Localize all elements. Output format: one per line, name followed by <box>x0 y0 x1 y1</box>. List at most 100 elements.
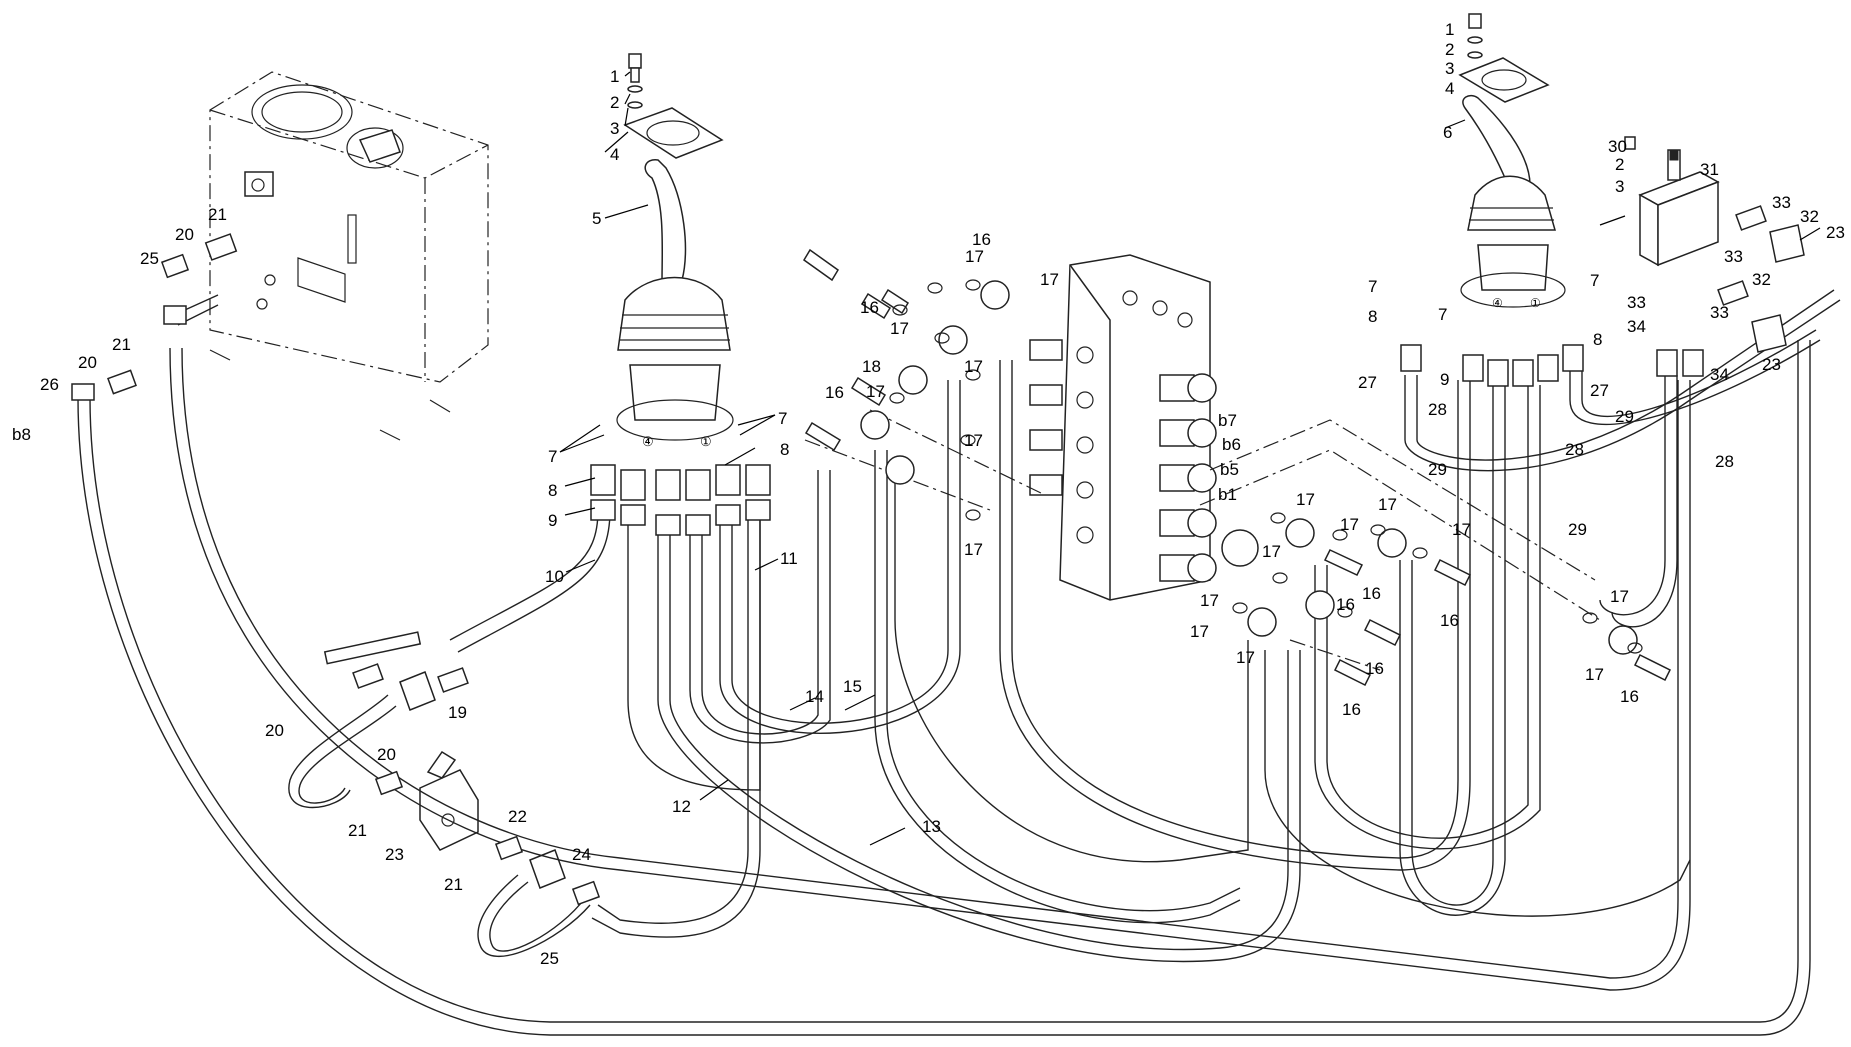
callout-label: 30 <box>1608 137 1627 156</box>
callout-label: 33 <box>1724 247 1743 266</box>
port-mark: ① <box>700 434 712 449</box>
callout-label: 3 <box>1445 59 1454 78</box>
callout-label: 18 <box>862 357 881 376</box>
left-joystick <box>616 53 734 441</box>
callout-label: 7 <box>1438 305 1447 324</box>
callout-label: 27 <box>1358 373 1377 392</box>
callout-label: 9 <box>548 511 557 530</box>
callout-label: 3 <box>1615 177 1624 196</box>
callout-label: 17 <box>964 357 983 376</box>
callout-label: 23 <box>1762 355 1781 374</box>
callout-label: 17 <box>1452 520 1471 539</box>
callout-label: 7 <box>548 447 557 466</box>
right-joystick <box>1458 13 1566 308</box>
callout-label: 2 <box>610 93 619 112</box>
callout-label: 3 <box>610 119 619 138</box>
callout-label: 16 <box>1336 595 1355 614</box>
callout-label: 8 <box>1593 330 1602 349</box>
callout-label: 23 <box>385 845 404 864</box>
hoses <box>77 289 1841 1036</box>
callout-label: 14 <box>805 687 824 706</box>
callout-label: 28 <box>1565 440 1584 459</box>
callout-label: 20 <box>377 745 396 764</box>
port-mark: ④ <box>1492 296 1503 310</box>
callout-label: 32 <box>1800 207 1819 226</box>
callout-label: 27 <box>1590 381 1609 400</box>
callout-label: 17 <box>965 247 984 266</box>
callout-label: 33 <box>1710 303 1729 322</box>
callout-label: b7 <box>1218 411 1237 430</box>
callout-label: 16 <box>1342 700 1361 719</box>
port-marks: ④ ① ④ ① <box>642 296 1541 449</box>
callout-label: 20 <box>175 225 194 244</box>
callout-label: 16 <box>860 298 879 317</box>
callout-label: 17 <box>964 540 983 559</box>
callout-label: b1 <box>1218 485 1237 504</box>
callout-label: 34 <box>1710 365 1729 384</box>
callout-label: 12 <box>672 797 691 816</box>
callout-label: 15 <box>843 677 862 696</box>
callout-label: 25 <box>540 949 559 968</box>
callout-label: 21 <box>444 875 463 894</box>
callout-label: 8 <box>1368 307 1377 326</box>
tee-fitting-18 <box>323 631 436 711</box>
callout-label: 16 <box>972 230 991 249</box>
callout-label: 2 <box>1615 155 1624 174</box>
callout-label: 29 <box>1428 460 1447 479</box>
port-mark: ④ <box>642 434 654 449</box>
callout-label: 1 <box>1445 20 1454 39</box>
callout-labels: 1 2 3 4 5 7 7 8 8 9 10 11 12 13 14 15 16… <box>12 20 1845 968</box>
callout-label: 33 <box>1627 293 1646 312</box>
main-control-valve <box>1029 254 1259 601</box>
callout-label: 16 <box>1362 584 1381 603</box>
callout-label: 6 <box>1443 123 1452 142</box>
callout-label: 17 <box>1585 665 1604 684</box>
port-mark: ① <box>1530 296 1541 310</box>
callout-label: 17 <box>1262 542 1281 561</box>
callout-label: 20 <box>78 353 97 372</box>
callout-label: 20 <box>265 721 284 740</box>
diverter-valve-22 <box>419 750 479 851</box>
callout-label: 17 <box>1378 495 1397 514</box>
callout-label: 17 <box>1040 270 1059 289</box>
callout-label: 21 <box>348 821 367 840</box>
callout-label: b5 <box>1220 460 1239 479</box>
callout-label: 4 <box>1445 79 1454 98</box>
callout-label: 32 <box>1752 270 1771 289</box>
callout-label: 11 <box>780 549 798 568</box>
callout-label: 28 <box>1715 452 1734 471</box>
callout-label: 13 <box>922 817 941 836</box>
callout-label: 7 <box>1368 277 1377 296</box>
callout-label: 19 <box>448 703 467 722</box>
callout-label: 16 <box>1365 659 1384 678</box>
callout-label: 17 <box>964 431 983 450</box>
callout-label: 17 <box>1236 648 1255 667</box>
callout-label: 22 <box>508 807 527 826</box>
callout-label: 28 <box>1428 400 1447 419</box>
callout-label: 10 <box>545 567 564 586</box>
callout-label: 7 <box>1590 271 1599 290</box>
leader-lines <box>559 71 1821 846</box>
callout-label: 16 <box>1440 611 1459 630</box>
callout-label: 17 <box>1340 515 1359 534</box>
callout-label: 2 <box>1445 40 1454 59</box>
callout-label: 17 <box>1610 587 1629 606</box>
callout-label: 4 <box>610 145 619 164</box>
callout-label: 17 <box>1296 490 1315 509</box>
callout-label: 16 <box>1620 687 1639 706</box>
callout-label: b8 <box>12 425 31 444</box>
tee-fitting-23-left <box>529 849 566 889</box>
callout-label: 17 <box>1190 622 1209 641</box>
callout-label: 7 <box>778 409 787 428</box>
callout-label: 23 <box>1826 223 1845 242</box>
callout-label: 25 <box>140 249 159 268</box>
callout-label: 8 <box>780 440 789 459</box>
callout-label: 31 <box>1700 160 1719 179</box>
switch-box <box>1624 136 1720 267</box>
fittings <box>71 205 1805 906</box>
callout-label: 29 <box>1568 520 1587 539</box>
hydraulic-tank <box>209 71 489 441</box>
callout-label: 8 <box>548 481 557 500</box>
callout-label: 26 <box>40 375 59 394</box>
